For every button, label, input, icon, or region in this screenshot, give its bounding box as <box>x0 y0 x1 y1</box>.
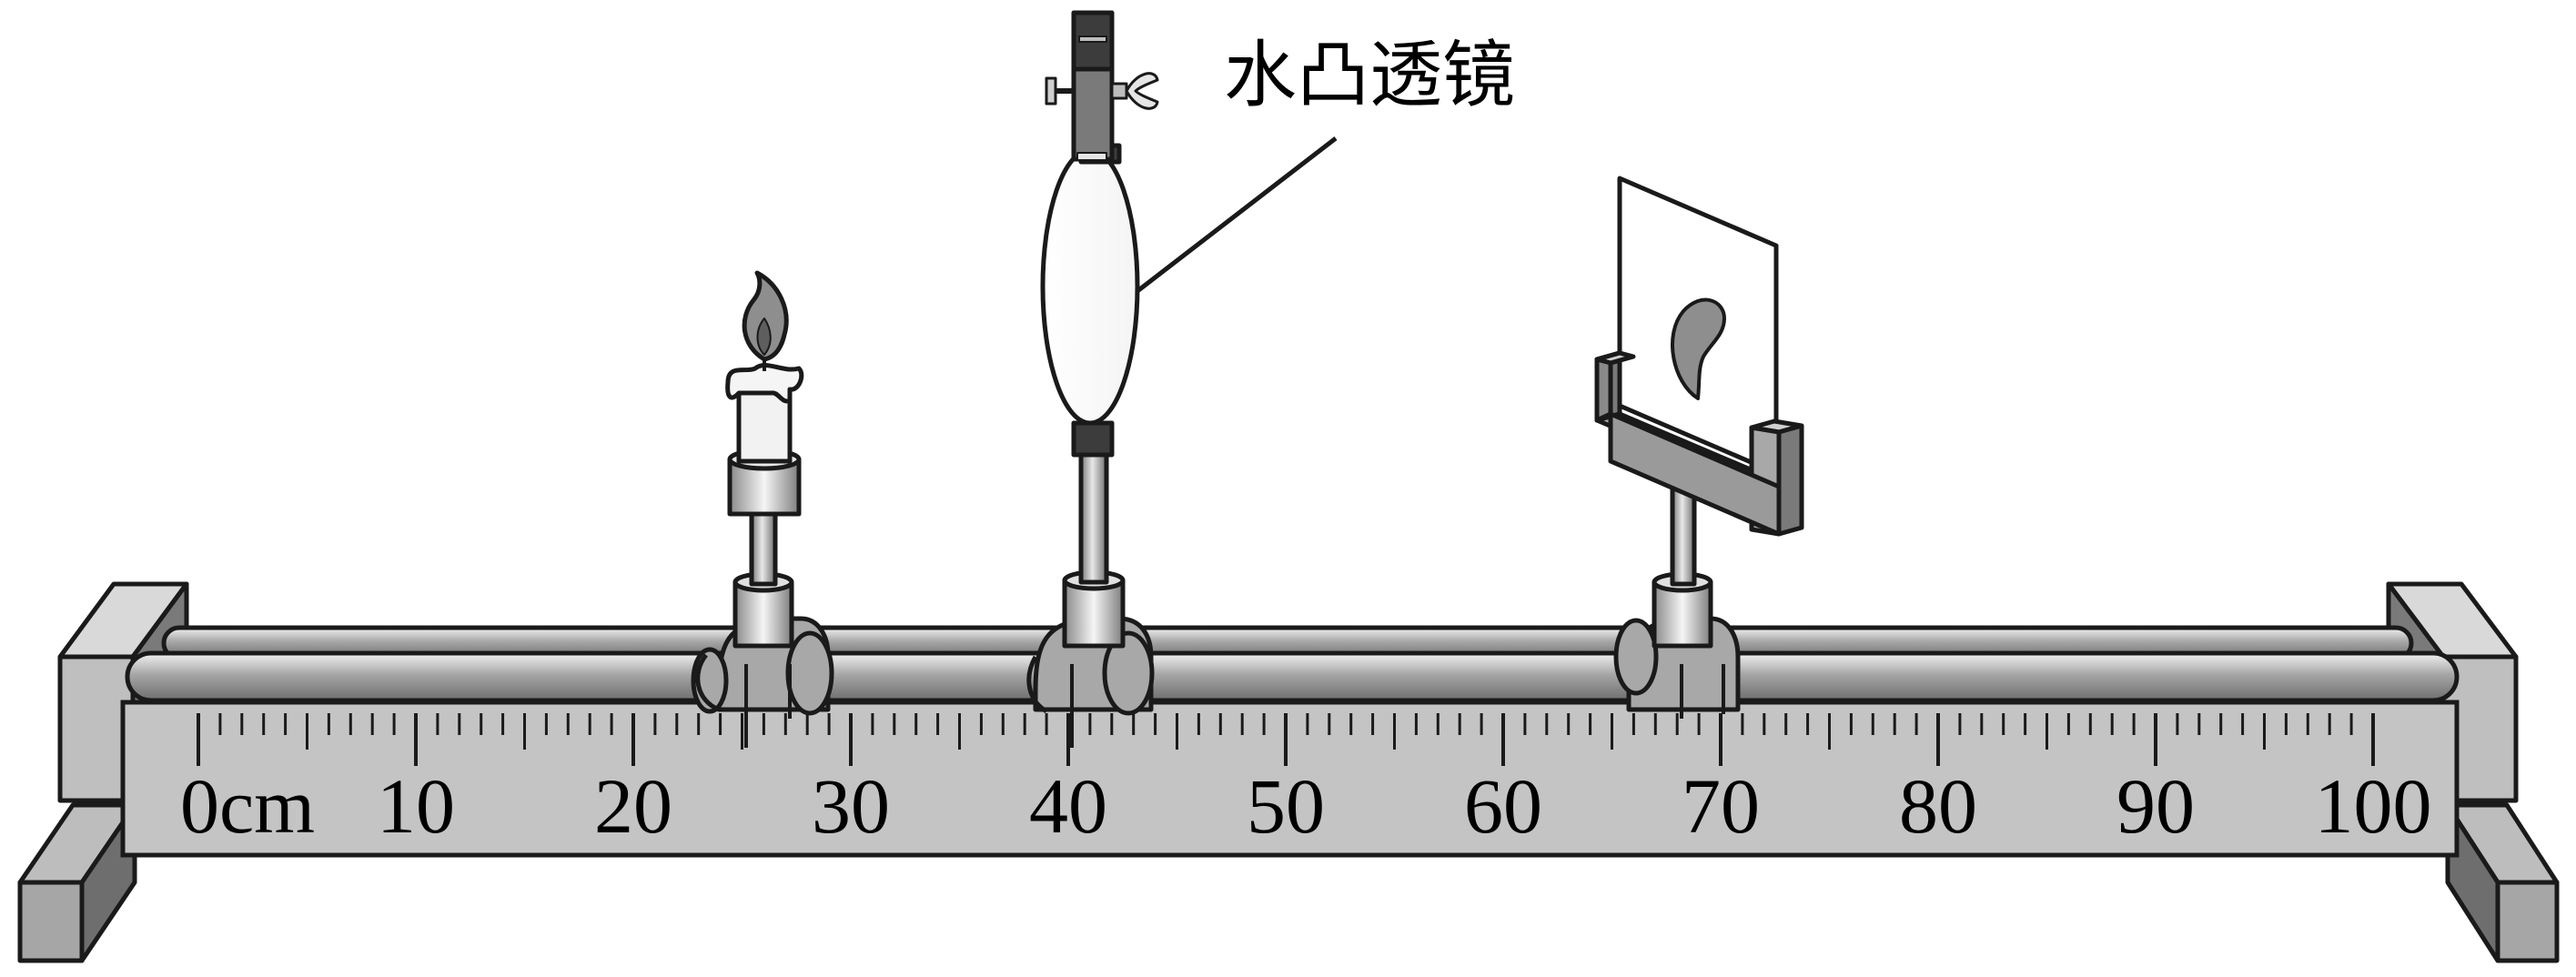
screen-apparatus <box>1594 176 1804 719</box>
ruler-ticks <box>197 713 2375 766</box>
scale-label-90: 90 <box>2116 762 2195 850</box>
lens-callout: 水凸透镜 <box>1136 33 1515 293</box>
screen-image <box>1671 297 1726 400</box>
scale-label-20: 20 <box>594 762 672 850</box>
lens-label: 水凸透镜 <box>1224 33 1515 117</box>
ruler-labels: 10 20 30 40 50 60 70 80 90 100 <box>377 762 2432 850</box>
candle-apparatus <box>691 270 834 748</box>
callout-leader-line <box>1136 136 1338 293</box>
scale-label-80: 80 <box>1899 762 1977 850</box>
scale-label-70: 70 <box>1682 762 1760 850</box>
scale-label-0cm: 0cm <box>180 762 315 850</box>
lens-apparatus <box>1033 10 1159 748</box>
scale-label-40: 40 <box>1029 762 1107 850</box>
scale-label-30: 30 <box>812 762 890 850</box>
scale-label-10: 10 <box>377 762 455 850</box>
scale-label-50: 50 <box>1247 762 1325 850</box>
front-rail <box>125 650 2460 703</box>
rail-clamp-fronts <box>695 653 1048 714</box>
ruler: 0cm 10 20 30 40 50 60 70 80 90 100 <box>120 700 2460 858</box>
scale-label-100: 100 <box>2315 762 2432 850</box>
water-convex-lens <box>1040 147 1140 426</box>
scale-label-60: 60 <box>1464 762 1542 850</box>
